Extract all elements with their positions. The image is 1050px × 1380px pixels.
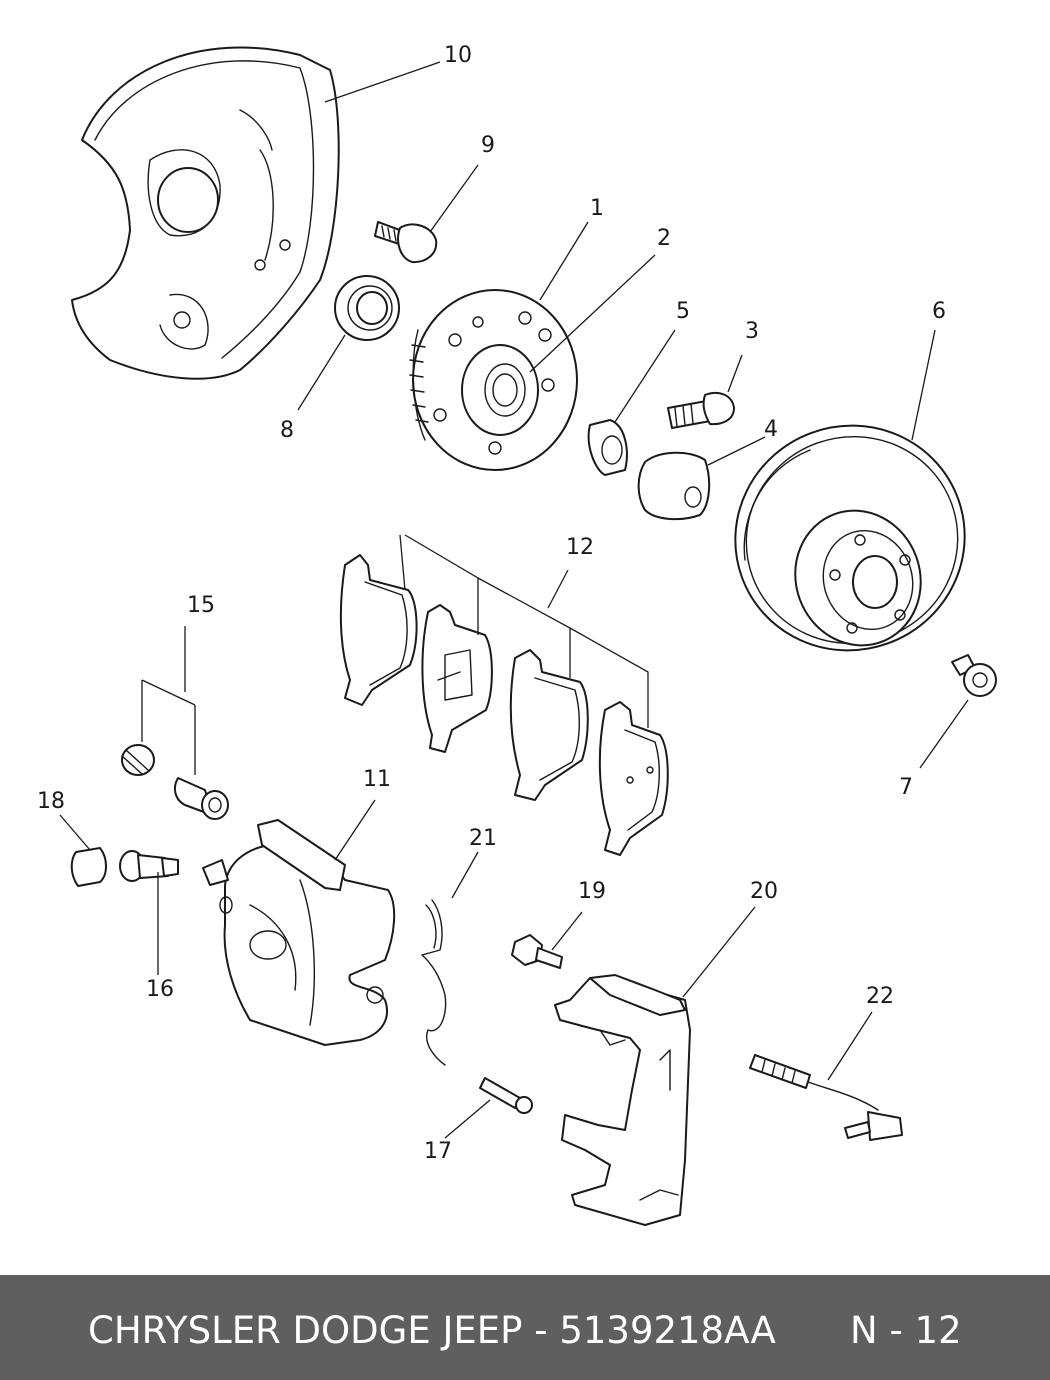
callout-16: 16 (146, 977, 174, 1002)
leader-lines (59, 61, 969, 1139)
callout-18: 18 (37, 789, 65, 814)
callout-21: 21 (469, 826, 497, 851)
guide-cap (70, 847, 107, 887)
callout-6: 6 (932, 299, 946, 324)
brake-caliper (202, 819, 396, 1046)
caliper-carrier (554, 974, 691, 1226)
footer-page-code: N - 12 (850, 1309, 962, 1352)
disc-screw (951, 654, 997, 697)
callout-10: 10 (444, 43, 472, 68)
footer-brand-part-number: CHRYSLER DODGE JEEP - 5139218AA (88, 1309, 776, 1352)
bushing (587, 419, 628, 476)
callout-8: 8 (280, 418, 294, 443)
guide-bushings (121, 744, 229, 820)
callout-9: 9 (481, 133, 495, 158)
callout-17: 17 (424, 1139, 452, 1164)
callout-12: 12 (566, 535, 594, 560)
brake-pads (339, 554, 669, 856)
brake-disc (734, 424, 966, 652)
dust-shield (71, 46, 340, 380)
callout-22: 22 (866, 984, 894, 1009)
hub-cap (637, 451, 711, 521)
wear-sensor (749, 1054, 903, 1141)
callout-19: 19 (578, 879, 606, 904)
callout-5: 5 (676, 299, 690, 324)
callout-11: 11 (363, 767, 391, 792)
shield-bolt (374, 221, 438, 264)
guide-pin (119, 850, 179, 882)
spring-clip (421, 899, 447, 1066)
brake-assembly-diagram: 10 9 1 2 5 3 4 6 7 8 12 15 18 16 11 21 1… (37, 43, 997, 1226)
callout-1: 1 (590, 196, 604, 221)
callout-20: 20 (750, 879, 778, 904)
guide-pin-small (479, 1077, 533, 1114)
callout-15: 15 (187, 593, 215, 618)
wheel-bolt (667, 391, 735, 429)
wheel-hub (409, 289, 578, 471)
callout-2: 2 (657, 226, 671, 251)
hub-seal (334, 275, 400, 341)
footer-bar: CHRYSLER DODGE JEEP - 5139218AA N - 12 (0, 1275, 1050, 1380)
callout-4: 4 (764, 417, 778, 442)
carrier-bolt (511, 934, 563, 969)
callout-7: 7 (899, 775, 913, 800)
callout-3: 3 (745, 319, 759, 344)
